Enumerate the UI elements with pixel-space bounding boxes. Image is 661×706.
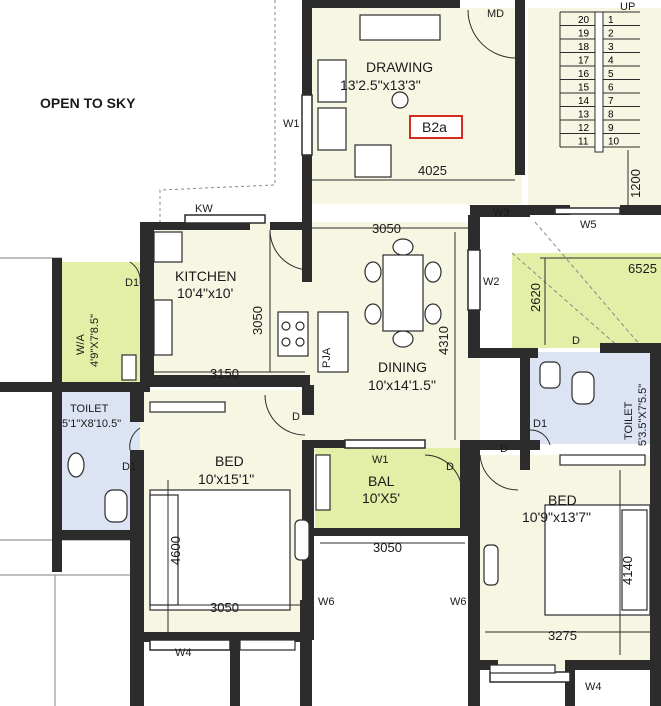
kitchen-size: 10'4"x10' [177, 285, 233, 301]
dim-4600: 4600 [168, 536, 183, 565]
dim-3150: 3150 [210, 366, 239, 381]
dimension-lines [145, 150, 661, 655]
shaft-floor [512, 253, 661, 348]
d-label-shaft: D [572, 335, 580, 347]
bed-furniture [149, 401, 651, 674]
stair-number: 10 [608, 137, 620, 148]
up-label: UP [620, 1, 635, 13]
d1-label-kitchen: D1 [125, 277, 139, 289]
stair-number: 13 [578, 110, 590, 121]
stair-number: 2 [608, 29, 614, 40]
stair-number: 4 [608, 56, 614, 67]
stair-number: 3 [608, 42, 614, 53]
drawing-name: DRAWING [366, 59, 433, 75]
dim-2620: 2620 [528, 283, 543, 312]
drawing-dashed-edge [159, 0, 276, 222]
bed2-name: BED [548, 492, 577, 508]
wa-size: 4'9"X7'8.5" [89, 314, 101, 367]
stair-number: 11 [578, 137, 589, 148]
stair-number: 16 [578, 69, 590, 80]
dim-4025: 4025 [418, 163, 447, 178]
w5-label: W5 [580, 219, 597, 231]
stair-number: 8 [608, 110, 614, 121]
stair-number: 9 [608, 123, 614, 134]
toilet1-name: TOILET [70, 403, 109, 415]
toilet2-size: 5'3.5"X7'5.5" [637, 384, 649, 446]
kitchen-name: KITCHEN [175, 268, 236, 284]
md-label: MD [487, 8, 504, 20]
door-swings [129, 9, 551, 491]
d1-label-toilet1: D1 [122, 461, 136, 473]
dining-name: DINING [378, 359, 427, 375]
w6-label-left: W6 [318, 596, 335, 608]
windows [149, 94, 621, 683]
stair-number: 5 [608, 69, 614, 80]
dim-3050-dining: 3050 [372, 221, 401, 236]
toilet2-name: TOILET [623, 401, 635, 440]
w6-label-right: W6 [450, 596, 467, 608]
w1-label-drawing: W1 [283, 118, 300, 130]
kitchen-counter [153, 231, 349, 373]
dim-3050-kitchen: 3050 [250, 306, 265, 335]
bal-name: BAL [368, 473, 395, 489]
bed1-name: BED [215, 453, 244, 469]
drawing-size: 13'2.5"x13'3" [340, 77, 421, 93]
stair-number: 19 [578, 29, 590, 40]
drawing-furniture [317, 14, 441, 178]
w2-label: W2 [483, 276, 500, 288]
d-label-bed2: D [500, 443, 508, 455]
unit-tag: B2a [422, 119, 447, 135]
dining-table [364, 238, 442, 348]
stair-number: 6 [608, 83, 614, 94]
open-to-sky-label: OPEN TO SKY [40, 95, 136, 111]
w4-label-left: W4 [175, 647, 192, 659]
unit-tag-box [409, 115, 463, 139]
stair-divider [594, 11, 604, 153]
shaft-diagonals [511, 221, 641, 349]
stair-number: 17 [578, 56, 590, 67]
toilet1-size: 5'1"X8'10.5" [62, 418, 121, 430]
dim-4310: 4310 [436, 326, 451, 355]
stair-number: 14 [578, 96, 590, 107]
wa-name: W/A [75, 334, 87, 355]
dim-3050-bed1: 3050 [210, 600, 239, 615]
dim-3050-bal: 3050 [373, 540, 402, 555]
d-label-bal: D [446, 461, 454, 473]
stair-number: 20 [578, 15, 590, 26]
bed2-size: 10'9"x13'7" [522, 509, 591, 525]
stair-number: 1 [608, 15, 614, 26]
toilet-fixtures [67, 354, 595, 523]
dim-3275: 3275 [548, 628, 577, 643]
bed1-size: 10'x15'1" [198, 471, 254, 487]
w4-label-right: W4 [585, 681, 602, 693]
kw-label: KW [195, 203, 213, 215]
stair-number: 7 [608, 96, 614, 107]
d1-label-toilet2: D1 [533, 418, 547, 430]
dim-1200: 1200 [628, 169, 643, 198]
stair-number: 18 [578, 42, 590, 53]
pja-label: PJA [321, 347, 333, 368]
dim-4140: 4140 [620, 556, 635, 585]
bal-floor [315, 448, 468, 530]
d-label-bed1: D [292, 411, 300, 423]
dining-size: 10'x14'1.5" [368, 377, 436, 393]
stair-number: 12 [578, 123, 590, 134]
bal-size: 10'X5' [362, 490, 400, 506]
w1-label-bal: W1 [372, 454, 389, 466]
drawing-floor [310, 8, 522, 204]
stair-number: 15 [578, 83, 590, 94]
w3-label: W3 [493, 207, 510, 219]
dim-6525: 6525 [628, 261, 657, 276]
